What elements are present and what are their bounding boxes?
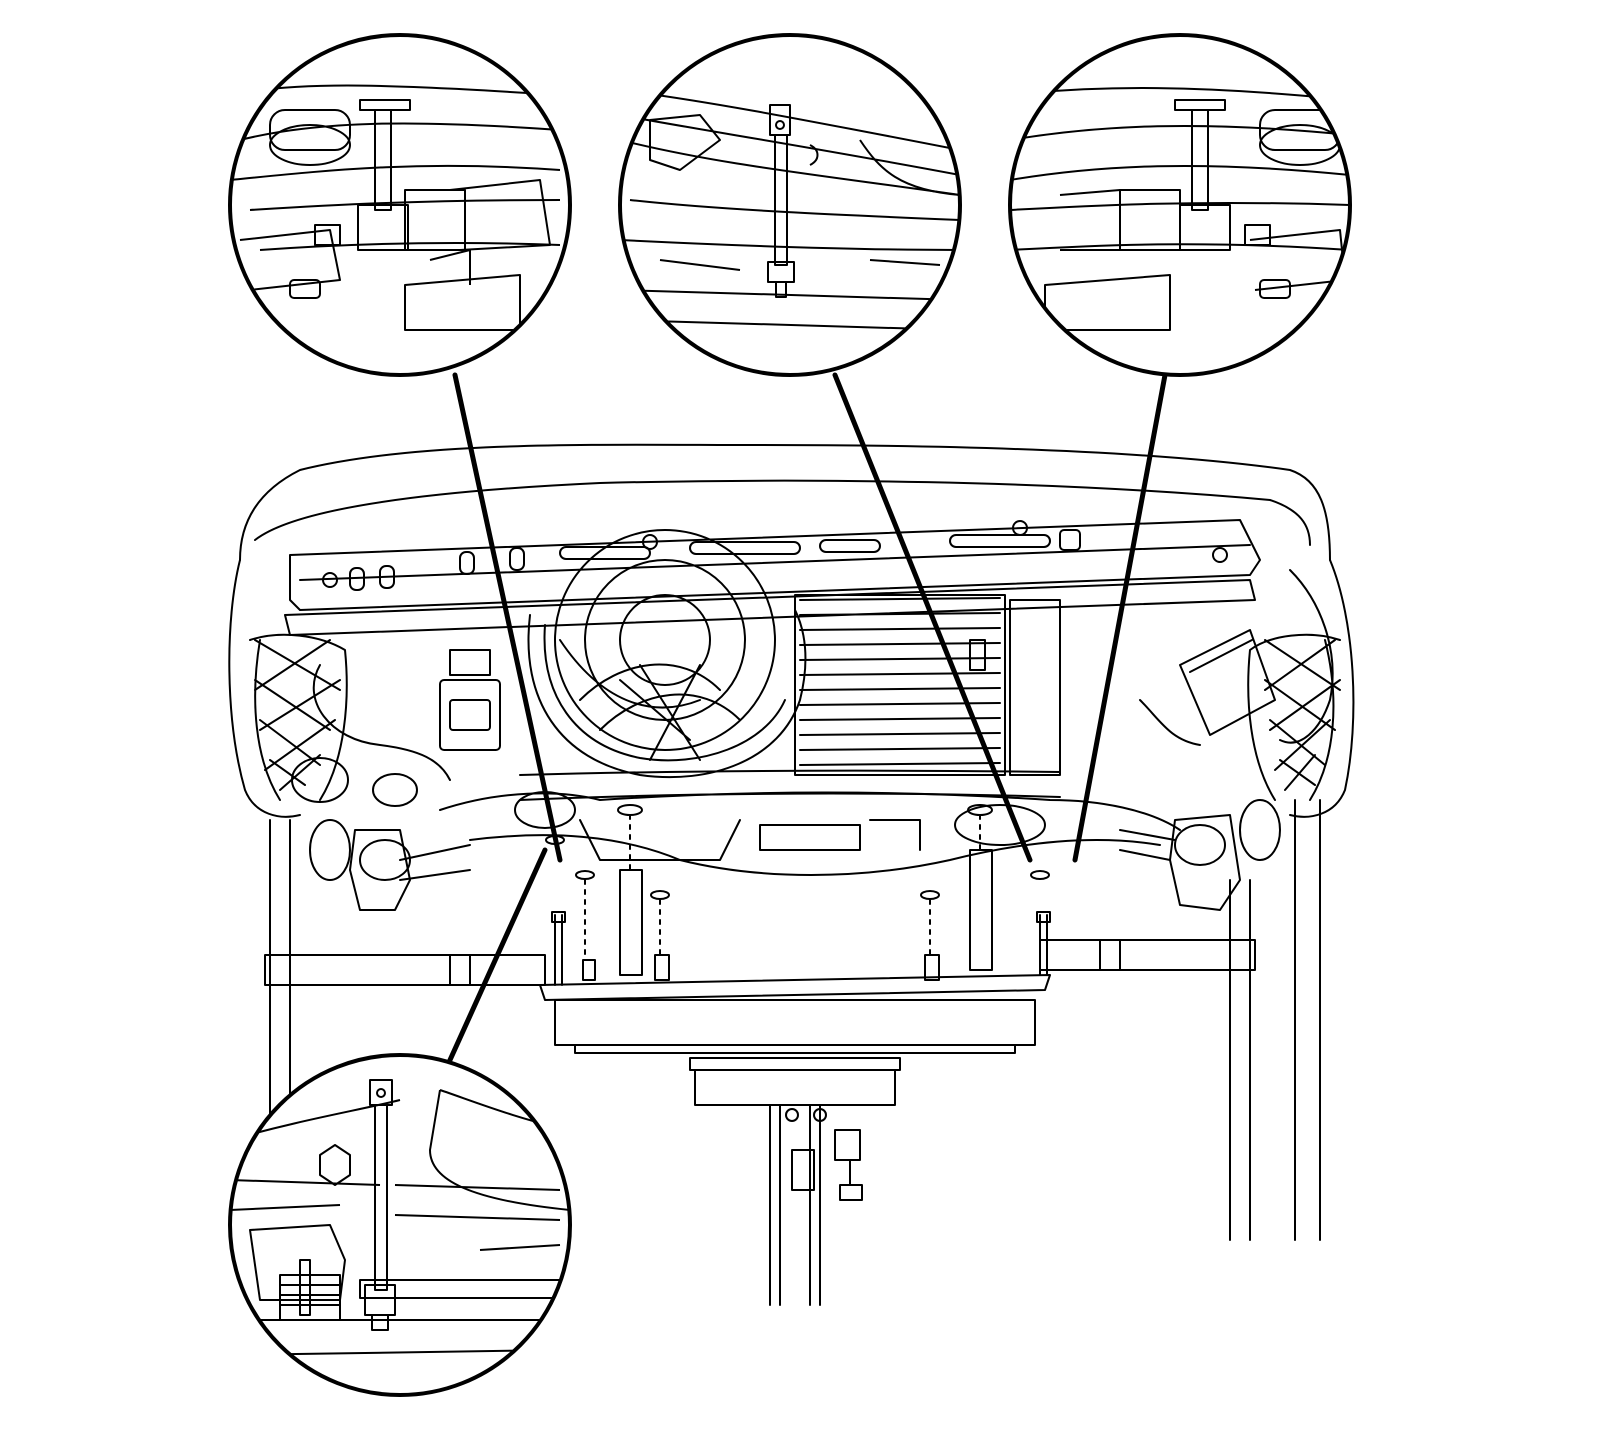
callout-leaders bbox=[447, 372, 1168, 1063]
support-table bbox=[539, 804, 1051, 1306]
engine-cradle bbox=[309, 791, 1281, 911]
vehicle-front-body bbox=[228, 443, 1355, 818]
callout-top-right bbox=[1008, 33, 1352, 377]
callout-top-center bbox=[618, 33, 962, 377]
callout-bottom-left bbox=[228, 1053, 572, 1397]
radiator-assembly bbox=[519, 529, 1061, 801]
callout-top-left bbox=[228, 33, 572, 377]
